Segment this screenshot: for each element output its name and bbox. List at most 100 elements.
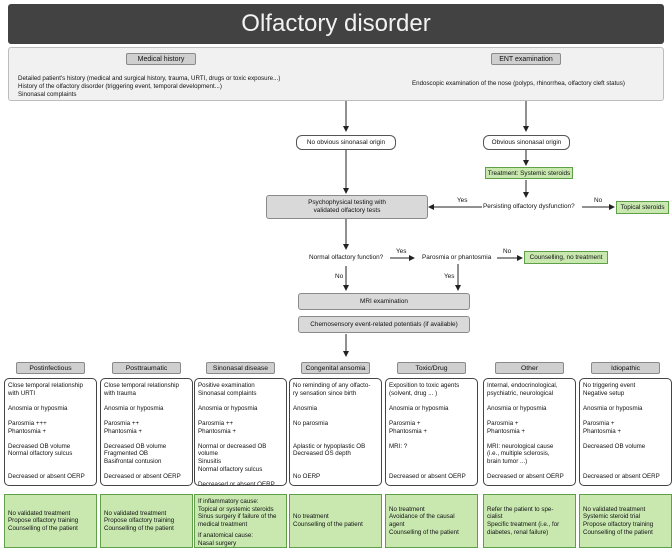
findings-line: No parosmia [293,419,329,427]
findings-line: Anosmia or hyposmia [583,404,643,412]
category-header-congenital-ansomia: Congenital ansomia [301,362,370,374]
medical-history-line-1: Detailed patient's history (medical and … [18,75,281,82]
findings-spacer [583,458,668,466]
category-findings-toxic-drug: Exposition to toxic agents(solvent, drug… [385,378,478,486]
treatment-line: No treatment [293,513,329,521]
findings-line: Anosmia or hyposmia [198,404,258,412]
treatment-line: Counselling of the patient [583,528,653,536]
persisting-dysfunction-question: Persisting olfactory dysfunction? [483,203,575,210]
findings-spacer [293,466,378,474]
psychophysical-line-1: Psychophysical testing with [308,199,386,206]
parosmia-question: Parosmia or phantosmia [422,254,492,261]
findings-spacer [293,412,378,420]
treatment-line: Systemic steroid trial [583,513,641,521]
findings-line: No OERP [293,473,321,481]
treatment-line: No validated treatment [104,509,167,517]
findings-line: Negative setup [583,389,625,397]
findings-line: with trauma [104,389,136,397]
treatment-line: Topical or systemic steroids [198,505,274,513]
treatment-line: Counselling of the patient [8,524,78,532]
treatment-line: No validated treatment [583,505,646,513]
findings-spacer [198,473,283,481]
findings-line: Parosmia + [389,419,421,427]
findings-spacer [198,412,283,420]
findings-line: Decreased or absent OERP [8,473,85,481]
findings-spacer [487,397,572,405]
findings-line: Positive examination [198,382,255,389]
findings-spacer [389,450,474,458]
findings-spacer [293,428,378,436]
findings-line: No triggering event [583,382,636,389]
findings-line: Close temporal relationship [8,382,83,389]
category-header-toxic-drug: Toxic/Drug [397,362,466,374]
findings-line: MRI: ? [389,442,408,450]
treatment-line: Propose olfactory training [8,517,79,525]
findings-line: with URTI [8,389,36,397]
treatment-line: Counselling of the patient [293,521,363,528]
counselling-node: Counselling, no treatment [524,251,608,264]
findings-line: Decreased OB volume [583,442,646,450]
medical-history-line-3: Sinonasal complaints [18,91,77,98]
findings-line: Phantosmia + [8,427,47,435]
findings-spacer [583,397,668,405]
treatment-line: Specific treatment (i.e., for [487,521,560,528]
findings-line: Decreased or absent OERP [198,480,275,486]
findings-spacer [583,450,668,458]
findings-line: Decreased or absent OERP [583,473,660,481]
findings-line: Close temporal relationship [104,382,179,389]
findings-spacer [583,466,668,474]
treatment-line: Propose olfactory training [104,517,175,525]
findings-line: Anosmia or hyposmia [389,404,449,412]
findings-line: Decreased or absent OERP [389,473,466,481]
findings-line: No reminding of any olfacto- [293,382,371,389]
findings-line: Fragmented OB [104,450,149,458]
treatment-line: If anatomical cause: [198,532,254,540]
findings-spacer [8,458,93,466]
findings-line: Decreased or absent OERP [487,473,564,481]
ent-examination-line: Endoscopic examination of the nose (poly… [412,80,625,87]
findings-line: Sinusitis [198,457,222,465]
treatment-line: No validated treatment [8,509,71,517]
findings-spacer [104,466,189,474]
findings-line: Parosmia + [487,419,519,427]
findings-spacer [293,435,378,443]
no-sinonasal-origin-node: No obvious sinonasal origin [296,135,396,150]
findings-spacer [8,412,93,420]
findings-spacer [293,397,378,405]
treatment-line: diabetes, renal failure) [487,528,549,536]
findings-line: Decreased OS depth [293,450,351,458]
findings-line: brain tumor ...) [487,457,528,465]
findings-line: Basifrontal contusion [104,457,162,465]
treatment-line: Propose olfactory training [583,521,654,528]
psychophysical-line-2: validated olfactory tests [313,207,381,214]
findings-spacer [293,458,378,466]
findings-line: Decreased or absent OERP [104,473,181,481]
findings-line: Phantosmia + [198,427,237,435]
findings-line: Aplastic or hypoplastic OB [293,442,366,450]
normal-yes-label: Yes [396,248,407,255]
category-findings-congenital-ansomia: No reminding of any olfacto-ry sensation… [289,378,382,486]
obvious-sinonasal-origin-node: Obvious sinonasal origin [483,135,570,150]
findings-spacer [389,435,474,443]
findings-line: Parosmia + [583,419,615,427]
findings-spacer [8,466,93,474]
findings-line: (i.e., multiple sclerosis, [487,450,550,458]
findings-spacer [389,458,474,466]
findings-line: Decreased OB volume [104,442,167,450]
category-header-posttraumatic: Posttraumatic [112,362,181,374]
findings-spacer [8,435,93,443]
findings-spacer [104,397,189,405]
findings-line: volume [198,450,218,458]
findings-line: Anosmia [293,404,318,412]
psychophysical-testing-node: Psychophysical testing with validated ol… [266,195,428,219]
findings-spacer [198,435,283,443]
treatment-line: Refer the patient to spe- [487,505,554,513]
findings-line: Anosmia or hyposmia [8,404,68,412]
findings-line: Decreased OB volume [8,442,71,450]
